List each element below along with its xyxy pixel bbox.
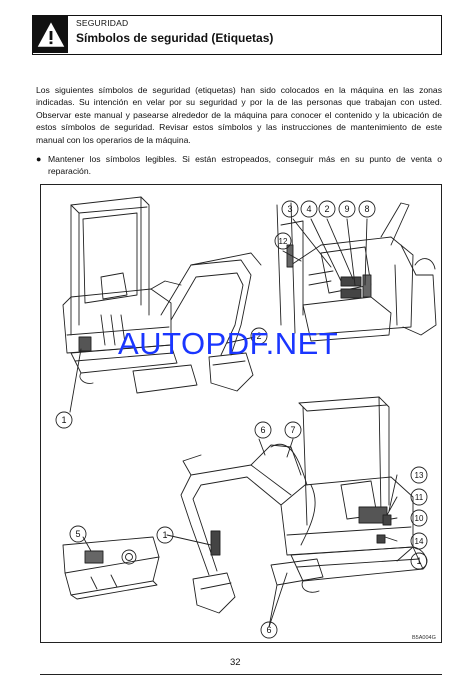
callout-7: 7	[290, 425, 295, 435]
excavator-rear-view-drawing	[62, 196, 262, 394]
excavator-side-view-drawing	[180, 396, 427, 614]
page-title: Símbolos de seguridad (Etiquetas)	[76, 31, 274, 45]
watermark-text: AUTOPDF.NET	[118, 326, 339, 361]
bullet-item: ● Mantener los símbolos legibles. Si est…	[36, 153, 442, 178]
callout-1-rear: 1	[61, 415, 66, 425]
callout-9: 9	[344, 204, 349, 214]
excavator-drawings: 1 2 3 4 2 9 8 12 6 7 1 5 6 13 11 10 14 1	[55, 196, 437, 639]
callout-8: 8	[364, 204, 369, 214]
callout-6-top: 6	[260, 425, 265, 435]
safety-labels-figure: 1 2 3 4 2 9 8 12 6 7 1 5 6 13 11 10 14 1	[40, 184, 442, 643]
callout-13: 13	[415, 471, 424, 480]
callout-1-side: 1	[162, 530, 167, 540]
warning-triangle-icon	[33, 16, 68, 53]
bullet-text: Mantener los símbolos legibles. Si están…	[48, 154, 442, 177]
page-number: 32	[230, 657, 241, 668]
callout-1-track: 1	[416, 556, 421, 566]
callout-6-bottom: 6	[266, 625, 271, 635]
callout-11: 11	[415, 493, 424, 502]
callout-2-boom: 2	[256, 331, 261, 341]
section-label: SEGURIDAD	[76, 18, 129, 28]
cab-interior-drawing	[276, 202, 437, 342]
control-panel-drawing	[62, 536, 160, 600]
callout-2-cab: 2	[324, 204, 329, 214]
figure-code: B5A004G	[412, 635, 436, 641]
callout-5: 5	[75, 529, 80, 539]
intro-paragraph: Los siguientes símbolos de seguridad (et…	[36, 85, 442, 145]
callout-12: 12	[279, 237, 288, 246]
callout-10: 10	[415, 514, 424, 523]
callout-4: 4	[306, 204, 311, 214]
bullet-symbol: ●	[36, 154, 42, 164]
section-header: SEGURIDAD Símbolos de seguridad (Etiquet…	[32, 15, 442, 55]
callout-3: 3	[287, 204, 292, 214]
callout-14: 14	[415, 537, 424, 546]
bottom-rule	[40, 674, 442, 675]
